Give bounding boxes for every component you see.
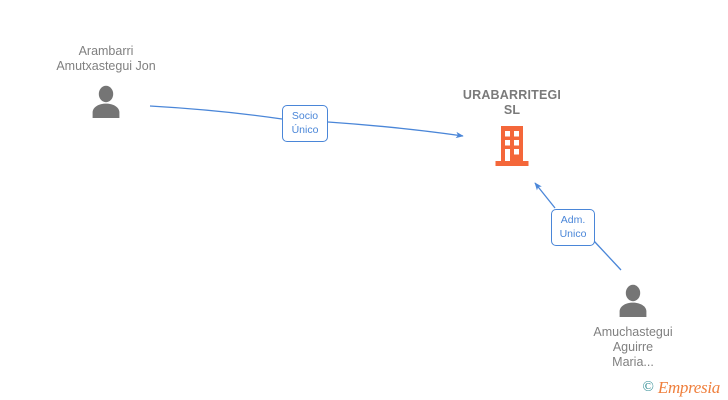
edge-line-adm-unico-lower — [593, 240, 622, 271]
watermark-brand: Empresia — [657, 378, 720, 397]
node-label-person-amuchastegui: Amuchastegui Aguirre Maria... — [593, 325, 673, 369]
person-icon-wrap — [553, 283, 713, 317]
edge-badge-socio-unico[interactable]: Socio Único — [282, 105, 328, 142]
person-icon — [92, 85, 120, 118]
node-label-company-urabarritegi: URABARRITEGI SL — [462, 88, 562, 117]
edge-line-socio-unico-left — [149, 105, 283, 120]
copyright-icon: © — [642, 379, 654, 395]
node-person-arambarri[interactable]: Arambarri Amutxastegui Jon — [26, 44, 186, 118]
node-label-person-arambarri: Arambarri Amutxastegui Jon — [56, 44, 156, 73]
edge-badge-adm-unico[interactable]: Adm. Unico — [551, 209, 595, 246]
edge-line-socio-unico-right — [327, 121, 464, 139]
watermark: © Empresia — [642, 379, 720, 396]
person-icon — [619, 284, 647, 317]
edge-line-adm-unico-upper — [534, 182, 556, 209]
building-icon-wrap — [434, 126, 590, 168]
node-person-amuchastegui[interactable]: Amuchastegui Aguirre Maria... — [553, 283, 713, 370]
node-company-urabarritegi[interactable]: URABARRITEGI SL — [434, 88, 590, 168]
person-icon-wrap — [26, 84, 186, 118]
building-icon — [495, 126, 529, 166]
